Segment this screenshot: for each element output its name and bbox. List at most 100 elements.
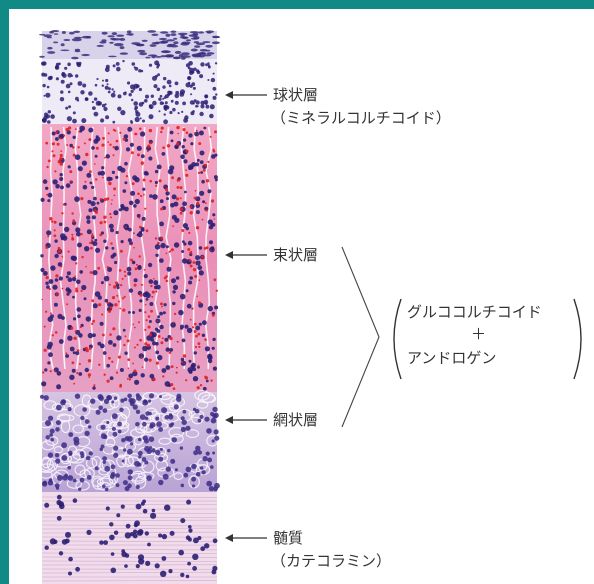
nucleus-dot [76, 349, 80, 352]
nucleus-dot [80, 197, 84, 201]
nucleus-dot [86, 219, 91, 224]
nucleus-dot [102, 484, 106, 489]
nucleus-dot [173, 242, 180, 248]
nucleus-dot [94, 466, 99, 471]
nucleus-dot [71, 361, 75, 365]
capsule-streak [139, 52, 148, 56]
nucleus-dot [185, 379, 188, 382]
nucleus-dot [122, 297, 125, 300]
nucleus-dot [180, 483, 185, 488]
nucleus-dot [99, 447, 104, 452]
nucleus-dot [115, 175, 119, 179]
nucleus-dot [187, 248, 191, 251]
nucleus-dot [158, 97, 162, 101]
nucleus-dot [62, 475, 68, 481]
nucleus-dot [212, 451, 216, 455]
nucleus-dot [140, 131, 146, 137]
nucleus-dot [188, 359, 192, 363]
nucleus-dot [111, 413, 118, 419]
nucleus-dot [112, 327, 116, 331]
nucleus-dot [212, 366, 217, 371]
nucleus-dot [199, 150, 205, 156]
nucleus-dot [171, 437, 177, 443]
nucleus-dot [198, 322, 202, 326]
nucleus-dot [56, 404, 62, 411]
nucleus-dot [134, 107, 137, 111]
nucleus-dot [120, 284, 123, 287]
nucleus-dot [183, 242, 187, 246]
nucleus-dot [162, 473, 169, 480]
cord-line [165, 126, 172, 370]
nucleus-dot [98, 405, 103, 411]
nucleus-dot [119, 131, 122, 134]
capsule-streak [74, 48, 81, 52]
nucleus-dot [101, 84, 105, 87]
capsule-streak [151, 33, 159, 36]
nucleus-dot [102, 351, 107, 355]
left-paren [393, 298, 402, 380]
nucleus-dot [61, 255, 63, 258]
nucleus-dot [207, 79, 210, 81]
nucleus-dot [193, 322, 197, 326]
nucleus-dot [170, 458, 176, 464]
nucleus-dot [79, 477, 85, 483]
nucleus-dot [148, 63, 153, 67]
nucleus-dot [67, 90, 71, 94]
capsule-streak [174, 50, 182, 54]
nucleus-dot [51, 150, 54, 153]
nucleus-dot [97, 295, 103, 300]
nucleus-dot [70, 180, 72, 183]
capsule-streak [53, 33, 59, 35]
nucleus-dot [210, 246, 215, 250]
cell-nuclei [39, 30, 221, 579]
capsule-streak [189, 31, 199, 34]
nucleus-dot [148, 399, 152, 403]
capsule-streak [43, 34, 53, 38]
nucleus-dot [181, 361, 184, 364]
nucleus-dot [136, 529, 143, 536]
nucleus-dot [85, 152, 89, 157]
nucleus-dot [134, 198, 140, 205]
nucleus-dot [147, 325, 151, 329]
nucleus-dot [69, 346, 75, 352]
nucleus-dot [102, 460, 107, 464]
nucleus-dot [188, 280, 193, 285]
nucleus-dot [154, 244, 161, 250]
nucleus-dot [155, 290, 158, 293]
connector-bracket [341, 246, 380, 428]
nucleus-dot [113, 187, 117, 191]
capsule-streak [149, 44, 157, 47]
nucleus-dot [174, 145, 178, 149]
nucleus-dot [158, 110, 161, 113]
nucleus-dot [143, 193, 145, 196]
nucleus-dot [151, 448, 156, 453]
nucleus-dot [204, 416, 210, 422]
nucleus-dot [196, 386, 200, 390]
nucleus-dot [189, 205, 193, 209]
nucleus-dot [144, 303, 147, 306]
nucleus-dot [164, 109, 167, 111]
nucleus-dot [165, 279, 169, 283]
cell-outline [195, 464, 211, 476]
nucleus-dot [58, 134, 64, 140]
nucleus-dot [91, 100, 94, 104]
capsule-streak [160, 40, 169, 44]
nucleus-dot [127, 448, 133, 455]
nucleus-dot [182, 240, 185, 244]
cell-outline [67, 454, 85, 464]
nucleus-dot [112, 154, 115, 157]
nucleus-dot [165, 466, 171, 472]
nucleus-dot [149, 302, 154, 306]
nucleus-dot [71, 237, 75, 241]
nucleus-dot [102, 176, 104, 179]
nucleus-dot [123, 448, 127, 452]
nucleus-dot [148, 128, 153, 133]
nucleus-dot [88, 376, 90, 379]
nucleus-dot [211, 314, 215, 317]
nucleus-dot [110, 567, 117, 574]
nucleus-dot [133, 88, 136, 91]
nucleus-dot [95, 409, 101, 415]
cell-outline [124, 456, 141, 467]
capsule-streak [198, 31, 205, 34]
nucleus-dot [164, 101, 168, 105]
